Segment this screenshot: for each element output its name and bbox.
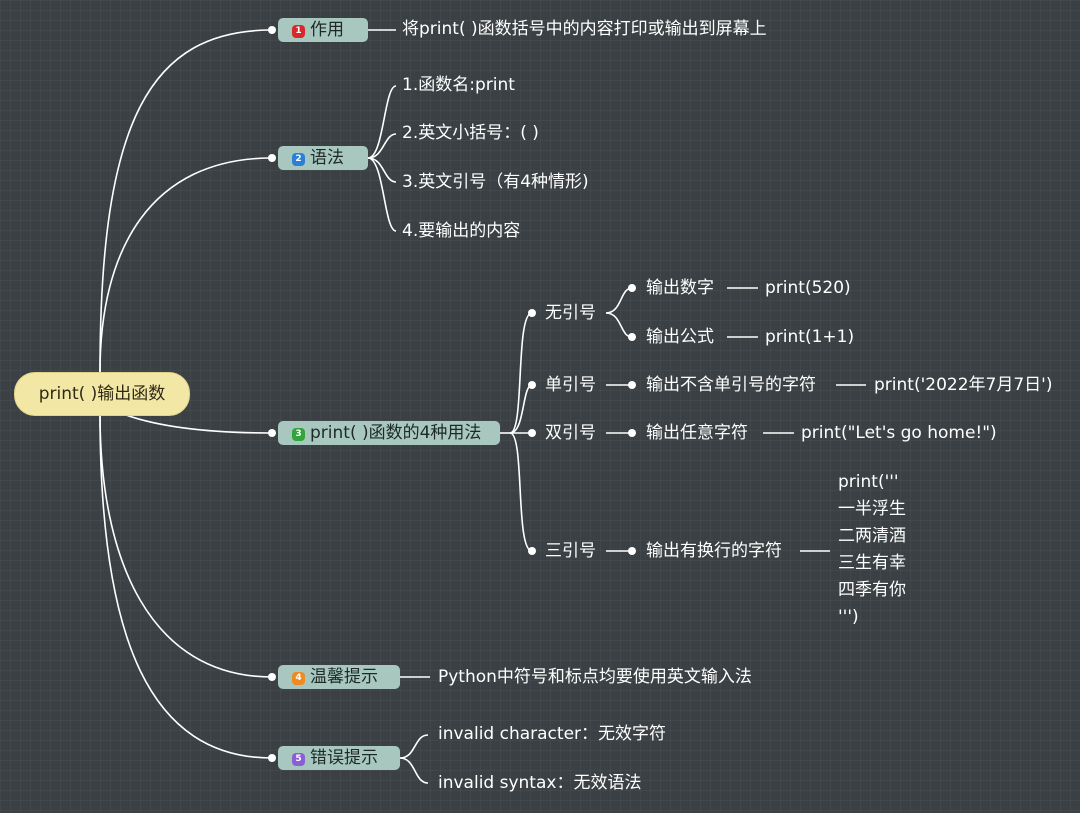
topic-usage[interactable]: 1 作用 — [278, 18, 368, 42]
topic-errors[interactable]: 5 错误提示 — [278, 746, 400, 770]
usage-detail[interactable]: 将print( )函数括号中的内容打印或输出到屏幕上 — [402, 19, 767, 39]
priority-2-badge-icon: 2 — [292, 153, 305, 166]
triple-quote-node[interactable]: 三引号 — [545, 541, 596, 561]
topic-four-usages-label: print( )函数的4种用法 — [310, 423, 482, 443]
topic-tips[interactable]: 4 温馨提示 — [278, 665, 400, 689]
double-quote-node[interactable]: 双引号 — [545, 423, 596, 443]
no-quote-node[interactable]: 无引号 — [545, 303, 596, 323]
syntax-item-3[interactable]: 3.英文引号（有4种情形) — [402, 172, 589, 192]
output-number-code[interactable]: print(520) — [765, 278, 851, 298]
topic-usage-label: 作用 — [310, 20, 344, 40]
single-quote-node[interactable]: 单引号 — [545, 375, 596, 395]
single-quote-desc[interactable]: 输出不含单引号的字符 — [646, 375, 816, 395]
error-item-1[interactable]: invalid character：无效字符 — [438, 724, 667, 744]
topic-four-usages[interactable]: 3 print( )函数的4种用法 — [278, 421, 500, 445]
double-quote-desc[interactable]: 输出任意字符 — [646, 423, 748, 443]
priority-3-badge-icon: 3 — [292, 428, 305, 441]
priority-5-badge-icon: 5 — [292, 753, 305, 766]
output-formula-node[interactable]: 输出公式 — [646, 327, 714, 347]
error-item-2[interactable]: invalid syntax：无效语法 — [438, 773, 642, 793]
topic-syntax[interactable]: 2 语法 — [278, 146, 368, 170]
root-node[interactable]: print( )输出函数 — [14, 372, 190, 416]
triple-quote-desc[interactable]: 输出有换行的字符 — [646, 541, 782, 561]
single-quote-code[interactable]: print('2022年7月7日') — [874, 375, 1053, 395]
tips-detail[interactable]: Python中符号和标点均要使用英文输入法 — [438, 667, 752, 687]
double-quote-code[interactable]: print("Let's go home!") — [801, 423, 997, 443]
triple-quote-code[interactable]: print(''' 一半浮生 二两清酒 三生有幸 四季有你 ''') — [838, 472, 906, 627]
output-number-node[interactable]: 输出数字 — [646, 278, 714, 298]
topic-errors-label: 错误提示 — [310, 748, 378, 768]
priority-1-badge-icon: 1 — [292, 25, 305, 38]
priority-4-badge-icon: 4 — [292, 672, 305, 685]
topic-syntax-label: 语法 — [310, 148, 344, 168]
output-formula-code[interactable]: print(1+1) — [765, 327, 855, 347]
topic-tips-label: 温馨提示 — [310, 667, 378, 687]
syntax-item-2[interactable]: 2.英文小括号：( ) — [402, 123, 539, 143]
syntax-item-4[interactable]: 4.要输出的内容 — [402, 221, 521, 241]
syntax-item-1[interactable]: 1.函数名:print — [402, 75, 515, 95]
